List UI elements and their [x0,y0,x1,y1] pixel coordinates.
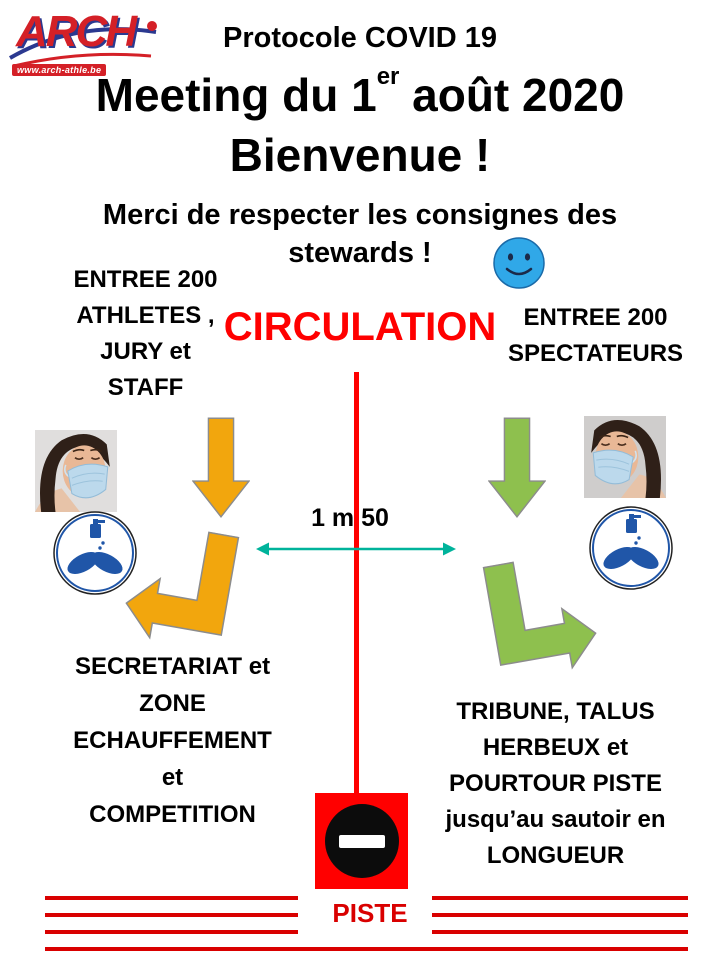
athletes-entry-label: ENTREE 200 ATHLETES , JURY et STAFF [73,266,218,401]
meeting-title: Meeting du 1er août 2020 [0,63,720,122]
protocol-title: Protocole COVID 19 [223,22,497,54]
welcome-title: Bienvenue ! [229,129,491,181]
arch-logo: ARCH www.arch-athle.be [6,6,171,86]
circulation-divider-line [354,372,359,800]
track-line [45,913,298,917]
no-entry-sign-icon [315,793,408,889]
track-line [432,913,688,917]
arch-logo-word: ARCH [16,7,137,56]
meeting-title-suffix: août 2020 [399,69,625,121]
smiley-face-icon [492,236,546,290]
athletes-destination-label: SECRETARIAT et ZONE ECHAUFFEMENT et COMP… [73,653,272,828]
steward-notice: Merci de respecter les consignes des ste… [102,199,618,269]
hand-hygiene-sign-icon [588,505,674,591]
meeting-title-superscript: er [376,62,400,90]
spectators-bent-arrow-icon [482,561,597,670]
circulation-title: CIRCULATION [223,305,497,349]
track-line [432,896,688,900]
spectators-destination-label: TRIBUNE, TALUS HERBEUX et POURTOUR PISTE… [445,698,666,869]
piste-label: PISTE [332,898,408,928]
hand-hygiene-sign-icon [52,510,138,596]
arch-logo-website: www.arch-athle.be [12,64,107,76]
track-line [45,930,298,934]
meeting-title-prefix: Meeting du 1 [95,69,377,121]
spectators-down-arrow-icon [488,417,546,518]
track-line [45,896,298,900]
athletes-down-arrow-icon [192,417,250,518]
arch-logo-swoosh [9,21,157,68]
track-line [45,947,688,951]
spectators-entry-label: ENTREE 200 SPECTATEURS [507,304,684,367]
masked-person-photo-left [35,430,117,512]
no-entry-circle [324,804,399,878]
distance-label: 1 m 50 [311,504,389,532]
athletes-bent-arrow-icon [125,531,240,640]
track-line [432,930,688,934]
no-entry-bar [338,834,385,848]
masked-person-photo-right [584,416,666,498]
distance-double-arrow-icon [256,542,456,556]
